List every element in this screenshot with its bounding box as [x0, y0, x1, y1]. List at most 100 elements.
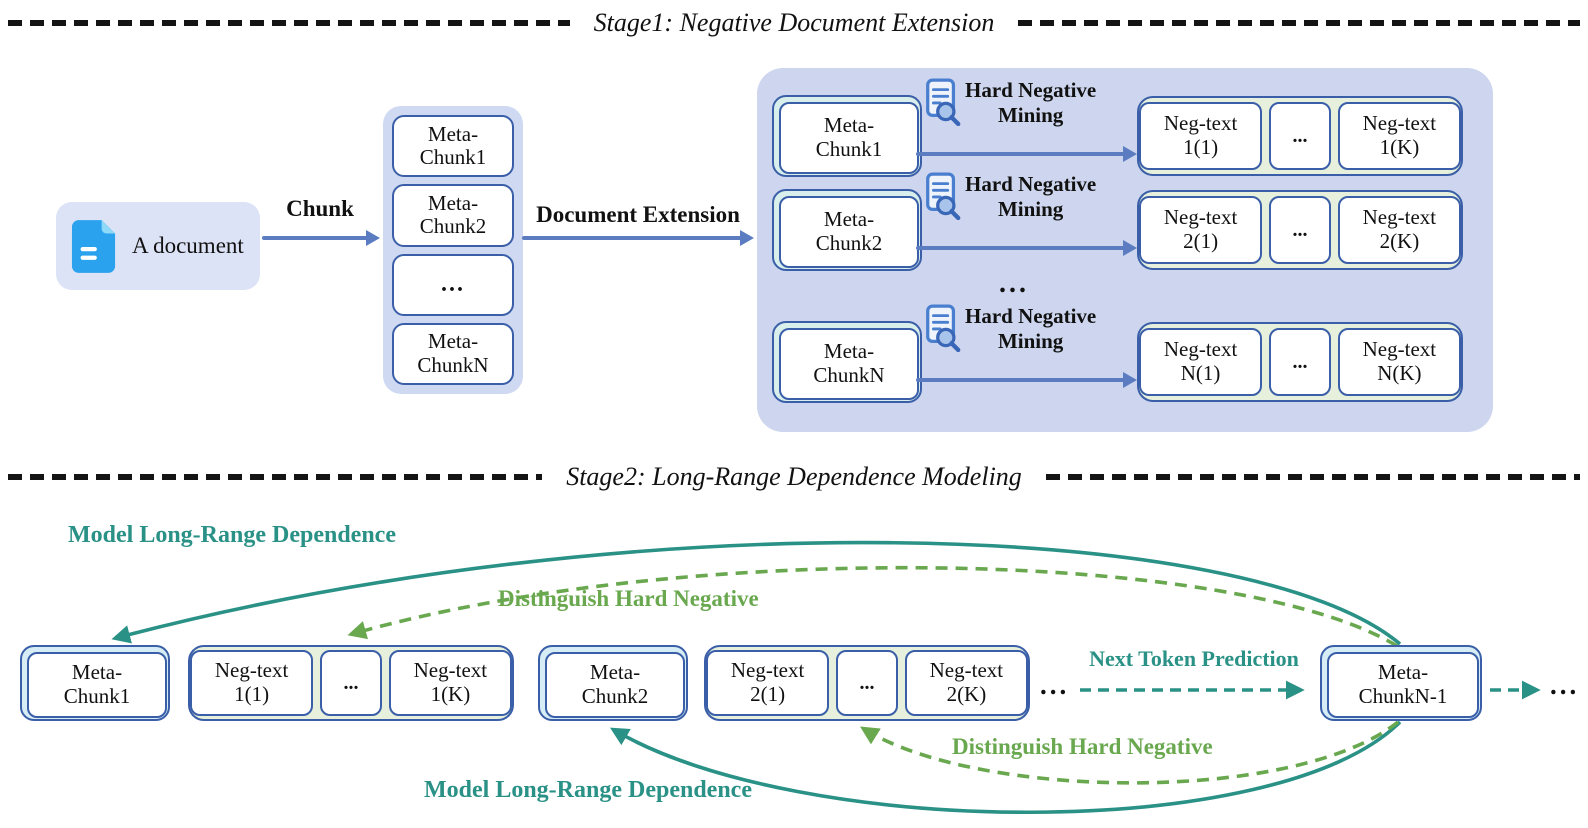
neg-text-box: Neg-text 2(1)	[1139, 196, 1263, 264]
meta-chunkn1-box: Meta- ChunkN-1	[1320, 645, 1482, 721]
stage2-curves	[111, 540, 1541, 815]
mining-connector: Hard Negative Mining	[916, 78, 1137, 178]
neg-text-label: Neg-text	[1362, 205, 1437, 230]
model-dependence-curve-top	[111, 540, 1402, 646]
ellipsis-label: ...	[1292, 350, 1308, 373]
stack-item-label: Meta-	[427, 190, 479, 215]
meta-chunk-label: ChunkN-1	[1358, 684, 1448, 708]
neg-text-label: N(K)	[1377, 361, 1422, 385]
ellipsis-label: ...	[1292, 124, 1308, 147]
meta-chunk-box: Meta- Chunk2	[772, 189, 922, 271]
mining-head: Hard Negative Mining	[922, 172, 1096, 222]
neg-dots-box: ...	[1269, 328, 1331, 396]
mining-head: Hard Negative Mining	[922, 78, 1096, 128]
neg-dots-box: ...	[836, 650, 898, 716]
divider-dash-left	[8, 474, 543, 480]
neg-text-label: Neg-text	[1163, 111, 1238, 136]
ellipsis-label: ...	[859, 671, 875, 694]
mining-label: Hard Negative Mining	[965, 304, 1096, 354]
model-dependence-label-bottom: Model Long-Range Dependence	[424, 777, 752, 803]
model-dependence-label-top: Model Long-Range Dependence	[68, 522, 396, 548]
doc-magnifier-icon	[926, 78, 961, 126]
neg-text-label: 1(K)	[430, 682, 471, 706]
neg-text-label: Neg-text	[1362, 111, 1437, 136]
mining-label: Hard Negative Mining	[965, 78, 1096, 128]
stack-item-label: Meta-	[427, 329, 479, 354]
neg-text-group: Neg-text 2(1) ... Neg-text 2(K)	[1137, 190, 1463, 270]
neg-text-label: 1(K)	[1379, 135, 1420, 159]
neg-text-label: Neg-text	[730, 658, 805, 683]
neg-text-label: 2(1)	[1183, 229, 1219, 253]
meta-chunk-label: Chunk1	[63, 684, 131, 708]
neg-text-label: Neg-text	[413, 658, 488, 683]
mining-label-line: Hard Negative	[965, 172, 1097, 196]
neg-text-label: 2(1)	[750, 682, 786, 706]
document-label: A document	[132, 233, 244, 258]
meta-chunk-label: Chunk2	[815, 231, 883, 255]
mining-label-line: Hard Negative	[965, 304, 1097, 328]
mining-label-line: Mining	[997, 196, 1064, 221]
mining-connector: Hard Negative Mining	[916, 172, 1137, 272]
neg-text-label: 1(1)	[234, 682, 270, 706]
ellipsis-label: ...	[1292, 218, 1308, 241]
ellipsis-label: ...	[343, 671, 359, 694]
stage2-divider: Stage2: Long-Range Dependence Modeling	[8, 462, 1580, 492]
neg-text-box: Neg-text 2(K)	[1337, 196, 1461, 264]
meta-chunk-label: Meta-	[823, 339, 875, 364]
neg-text-label: 2(K)	[946, 682, 987, 706]
neg-text-box: Neg-text N(K)	[1337, 328, 1461, 396]
neg-text-label: 2(K)	[1379, 229, 1420, 253]
meta-chunk-label: Chunk2	[581, 684, 649, 708]
stack-item-label: Chunk1	[419, 145, 487, 170]
mining-row-3: Meta- ChunkN Hard Negative Mining	[772, 304, 1478, 404]
stage1-title: Stage1: Negative Document Extension	[593, 8, 995, 37]
mining-arrow	[916, 372, 1137, 388]
mining-label: Hard Negative Mining	[965, 172, 1096, 222]
neg-dots-box: ...	[1269, 102, 1331, 170]
neg-text-box: Neg-text 1(K)	[388, 650, 512, 716]
stack-item-ellipsis: ...	[392, 253, 514, 316]
doc-magnifier-icon	[926, 304, 961, 352]
trailing-ellipsis: ...	[1550, 670, 1580, 700]
neg-dots-box: ...	[1269, 196, 1331, 264]
neg-text-label: Neg-text	[1163, 205, 1238, 230]
meta-chunk1-box: Meta- Chunk1	[20, 645, 170, 721]
stack-item-label: ChunkN	[417, 352, 489, 377]
arrow-head	[366, 230, 380, 246]
arrow-shaft	[262, 236, 369, 240]
neg-text-box: Neg-text 2(K)	[904, 650, 1028, 716]
neg-text-box: Neg-text 1(K)	[1337, 102, 1461, 170]
next-token-label: Next Token Prediction	[1089, 646, 1299, 671]
sequence-ellipsis: ...	[1040, 670, 1070, 700]
divider-dash-right	[1045, 474, 1580, 480]
neg-text-label: Neg-text	[1163, 337, 1238, 362]
stack-item-chunk1: Meta- Chunk1	[392, 115, 514, 178]
mining-head: Hard Negative Mining	[922, 304, 1096, 354]
chunk-arrow-label: Chunk	[286, 196, 354, 221]
panel-ellipsis: ...	[999, 268, 1029, 299]
neg-text-label: N(1)	[1180, 361, 1221, 385]
meta-chunk-label: ChunkN	[813, 363, 885, 387]
stage2-title: Stage2: Long-Range Dependence Modeling	[566, 462, 1022, 491]
meta-chunk-label: Meta-	[823, 113, 875, 138]
stage1-divider: Stage1: Negative Document Extension	[8, 8, 1580, 38]
meta-chunk-label: Meta-	[1377, 660, 1429, 685]
neg-group-1: Neg-text 1(1) ... Neg-text 1(K)	[188, 645, 514, 721]
stage2-canvas: Model Long-Range Dependence Distinguish …	[0, 496, 1588, 828]
doc-magnifier-icon	[926, 172, 961, 220]
mining-connector: Hard Negative Mining	[916, 304, 1137, 404]
mining-label-line: Mining	[997, 102, 1064, 127]
mining-label-line: Mining	[997, 328, 1064, 353]
stage1-panel: Meta- Chunk1 Hard Negative Mining	[757, 68, 1493, 432]
arrow-head	[1123, 240, 1137, 256]
mining-label-line: Hard Negative	[965, 78, 1097, 102]
chunk-stack: Meta- Chunk1 Meta- Chunk2 ... Meta- Chun…	[383, 106, 523, 394]
model-dependence-curve-bottom	[609, 720, 1402, 815]
ellipsis-label: ...	[441, 271, 465, 298]
document-extension-arrow	[522, 230, 754, 246]
stack-item-label: Chunk2	[419, 214, 487, 239]
meta-chunk-box: Meta- Chunk1	[772, 95, 922, 177]
extension-arrow-label: Document Extension	[536, 202, 740, 227]
mining-row-2: Meta- Chunk2 Hard Negative Mining	[772, 172, 1478, 272]
meta-chunk-label: Meta-	[589, 660, 641, 685]
